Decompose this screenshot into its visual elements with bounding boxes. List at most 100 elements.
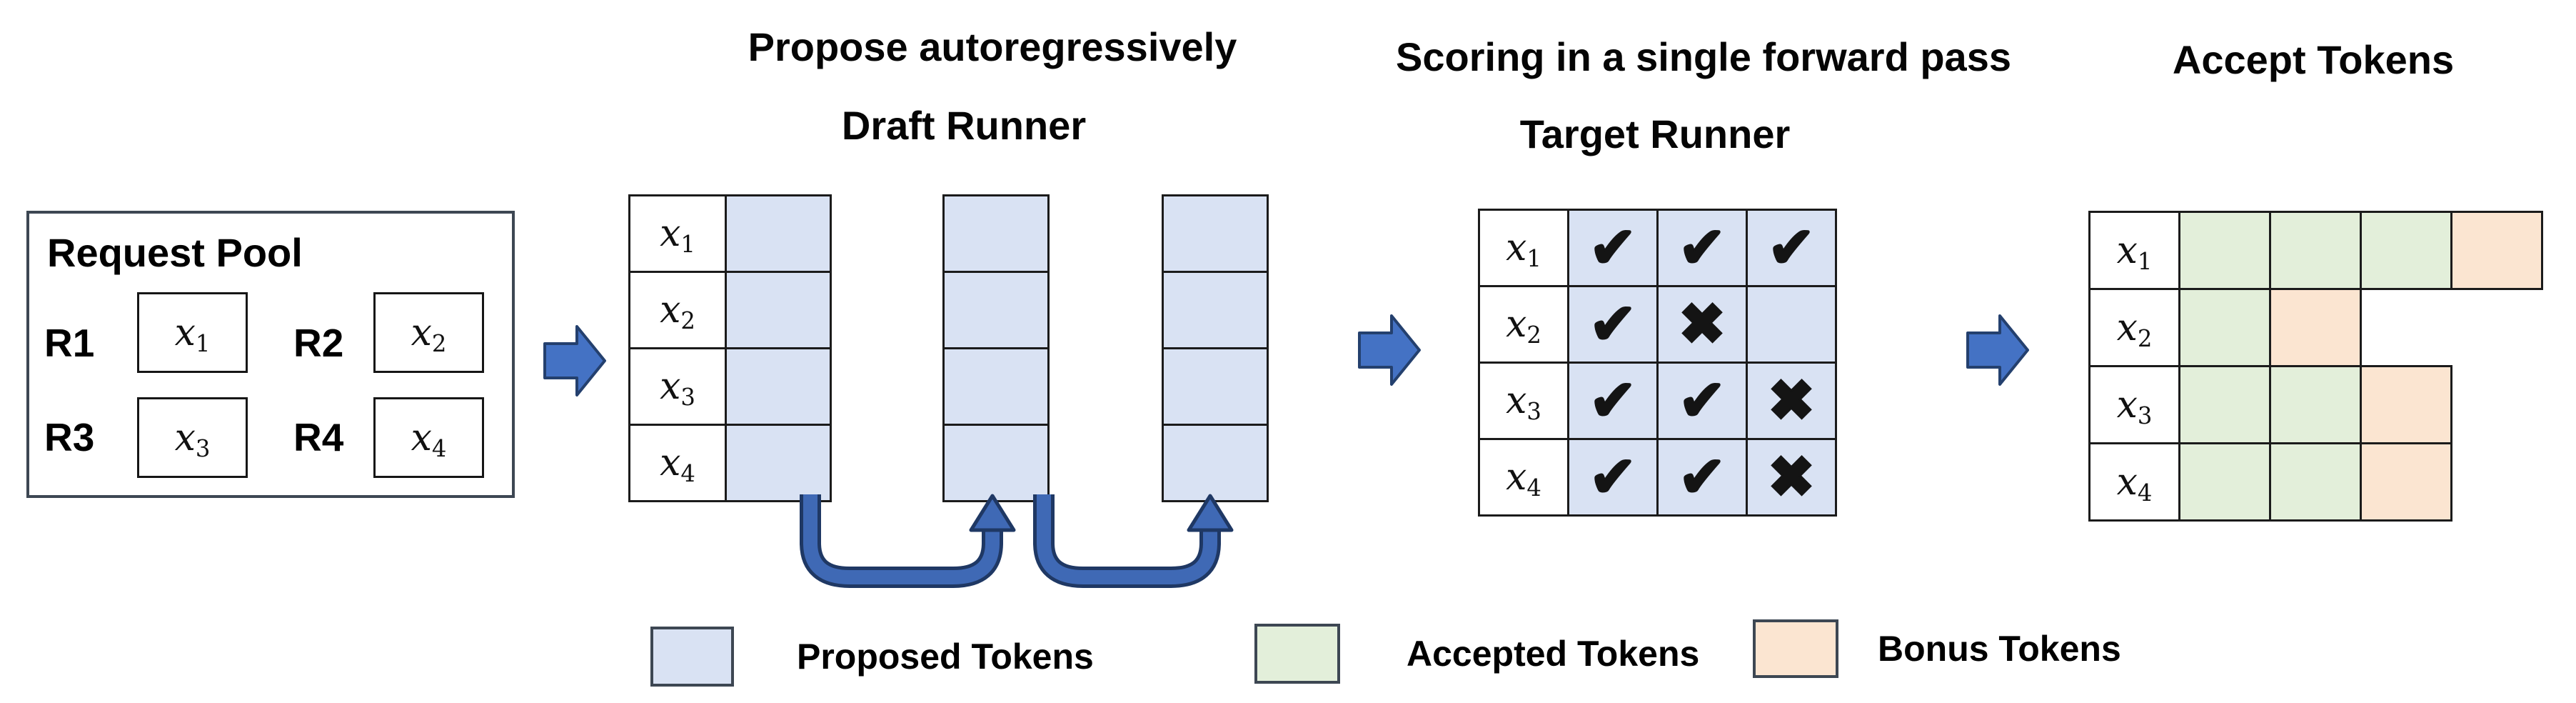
cross-icon: ✖ — [1677, 291, 1727, 357]
draft-proposed-cell — [942, 194, 1050, 273]
token-x2: x2 — [2116, 306, 2153, 352]
token-x4: x4 — [660, 442, 695, 488]
accept-token-cell: x3 — [2088, 365, 2180, 444]
accept-bonus-cell — [2360, 365, 2452, 444]
cross-icon: ✖ — [1766, 367, 1816, 434]
draft-token-cell: x1 — [628, 194, 727, 273]
target-score-cell: ✔ — [1656, 209, 1748, 287]
request-id-label: R4 — [293, 415, 344, 459]
draft-proposed-cell — [1162, 424, 1269, 502]
accept-accepted-cell — [2178, 365, 2271, 444]
accept-token-cell: x2 — [2088, 288, 2180, 367]
accept-bonus-cell — [2269, 288, 2362, 367]
accept-accepted-cell — [2269, 211, 2362, 290]
check-icon: ✔ — [1588, 367, 1638, 434]
cross-icon: ✖ — [1766, 444, 1816, 510]
check-icon: ✔ — [1677, 367, 1727, 434]
draft-step-column — [1162, 194, 1269, 504]
accept-accepted-cell — [2178, 288, 2271, 367]
target-score-cell: ✔ — [1567, 285, 1659, 364]
target-token-cell: x3 — [1478, 362, 1569, 440]
draft-token-cell: x4 — [628, 424, 727, 502]
target-score-cell: ✔ — [1567, 438, 1659, 517]
accept-token-cell: x4 — [2088, 442, 2180, 522]
draft-proposed-cell — [942, 271, 1050, 349]
legend-label: Bonus Tokens — [1878, 629, 2121, 669]
target-score-cell: ✔ — [1567, 209, 1659, 287]
legend-swatch-bonus — [1753, 619, 1838, 678]
target-score-cell: ✖ — [1656, 285, 1748, 364]
request-token-box: x1 — [137, 292, 248, 373]
target-score-cell: ✔ — [1567, 362, 1659, 440]
right-arrow-icon — [543, 325, 606, 397]
check-icon: ✔ — [1588, 214, 1638, 281]
target-scoring-table: x1 ✔ ✔ ✔ x2 ✔ ✖ x3 ✔ ✔ ✖ x4 ✔ ✔ ✖ — [1478, 209, 1839, 519]
check-icon: ✔ — [1766, 214, 1816, 281]
token-x2: x2 — [1506, 303, 1541, 349]
token-x3: x3 — [660, 365, 695, 412]
draft-proposed-cell — [725, 194, 832, 273]
request-id-label: R2 — [293, 321, 344, 365]
draft-proposed-cell — [1162, 347, 1269, 426]
legend-label: Proposed Tokens — [797, 637, 1094, 677]
check-icon: ✔ — [1588, 444, 1638, 510]
accept-token-cell: x1 — [2088, 211, 2180, 290]
token-x2: x2 — [660, 289, 695, 335]
accept-accepted-cell — [2269, 365, 2362, 444]
check-icon: ✔ — [1677, 444, 1727, 510]
draft-token-cell: x2 — [628, 271, 727, 349]
draft-proposed-cell — [942, 347, 1050, 426]
token-x3: x3 — [1506, 379, 1541, 426]
target-token-cell: x1 — [1478, 209, 1569, 287]
legend-swatch-proposed — [650, 627, 734, 687]
token-x3: x3 — [174, 416, 211, 462]
u-turn-arrow-icon — [1033, 494, 1234, 588]
right-arrow-icon — [1966, 314, 2029, 386]
draft-proposed-cell — [725, 271, 832, 349]
token-x1: x1 — [1506, 226, 1541, 273]
token-x1: x1 — [2116, 229, 2153, 275]
accept-bonus-cell — [2360, 442, 2452, 522]
check-icon: ✔ — [1677, 214, 1727, 281]
target-score-cell: ✔ — [1746, 209, 1837, 287]
draft-proposed-cell — [1162, 194, 1269, 273]
draft-proposed-cell — [725, 424, 832, 502]
u-turn-arrow-icon — [800, 494, 1016, 588]
target-score-cell — [1746, 285, 1837, 364]
request-token-box: x2 — [373, 292, 484, 373]
accepted-tokens-table: x1 x2 x3 x4 — [2088, 211, 2545, 524]
draft-runner-caption: Propose autoregressively — [748, 24, 1237, 69]
target-score-cell: ✔ — [1656, 438, 1748, 517]
target-token-cell: x2 — [1478, 285, 1569, 364]
accept-accepted-cell — [2269, 442, 2362, 522]
accept-accepted-cell — [2178, 442, 2271, 522]
request-id-label: R3 — [44, 415, 95, 459]
token-x1: x1 — [660, 212, 695, 259]
draft-step-column — [942, 194, 1050, 504]
token-x4: x4 — [1506, 456, 1541, 502]
accept-bonus-cell — [2450, 211, 2543, 290]
request-token-box: x4 — [373, 397, 484, 478]
token-x4: x4 — [411, 416, 447, 462]
request-pool-title: Request Pool — [47, 230, 303, 275]
draft-proposal-table: x1 x2 x3 x4 — [628, 194, 834, 504]
accept-tokens-title: Accept Tokens — [2172, 37, 2455, 82]
target-token-cell: x4 — [1478, 438, 1569, 517]
right-arrow-icon — [1358, 314, 1421, 386]
draft-proposed-cell — [1162, 271, 1269, 349]
draft-runner-title: Draft Runner — [841, 103, 1087, 148]
token-x2: x2 — [411, 311, 447, 357]
target-score-cell: ✖ — [1746, 438, 1837, 517]
token-x1: x1 — [174, 311, 211, 357]
accept-accepted-cell — [2360, 211, 2452, 290]
check-icon: ✔ — [1588, 291, 1638, 357]
token-x4: x4 — [2116, 460, 2153, 507]
legend-label: Accepted Tokens — [1407, 634, 1700, 674]
draft-proposed-cell — [942, 424, 1050, 502]
autoregressive-loop-arrows — [800, 494, 1234, 588]
target-runner-title: Target Runner — [1519, 111, 1791, 156]
request-id-label: R1 — [44, 321, 95, 365]
target-runner-caption: Scoring in a single forward pass — [1396, 34, 2011, 79]
token-x3: x3 — [2116, 383, 2153, 429]
